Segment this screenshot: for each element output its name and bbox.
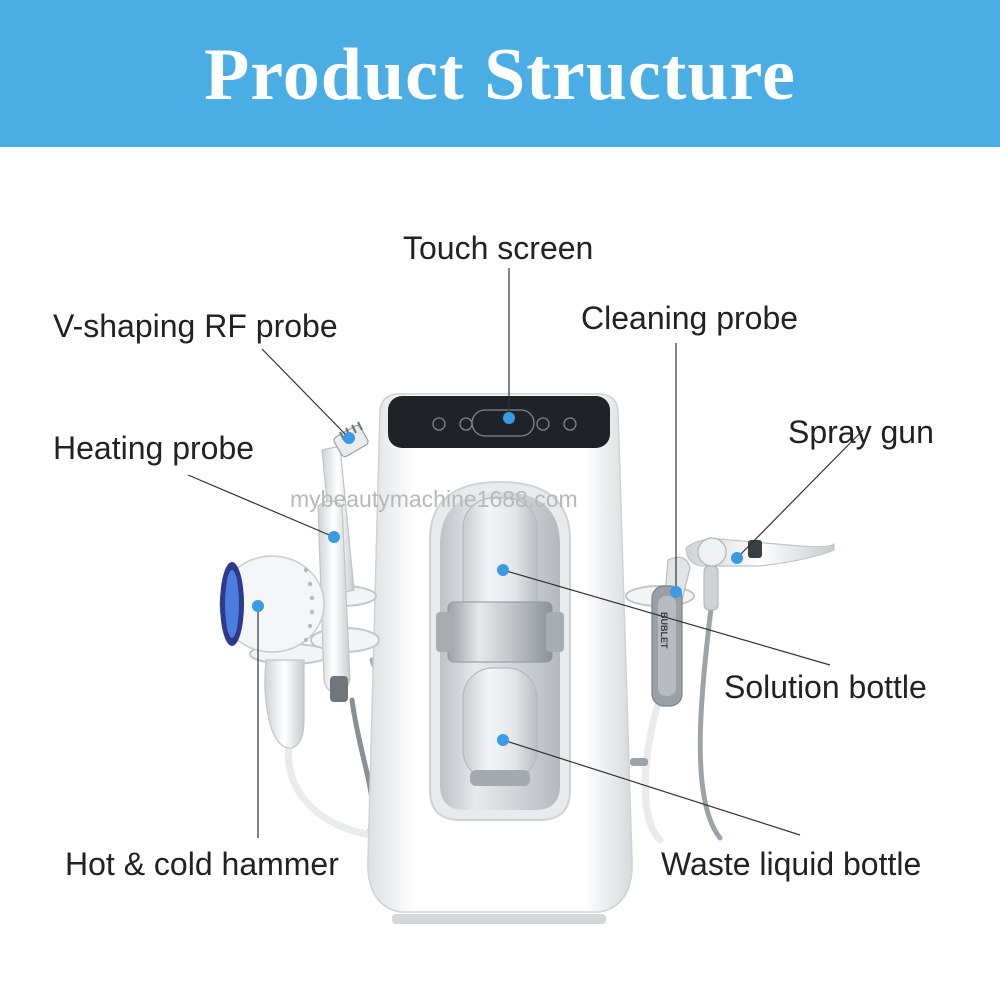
heating-probe-shape	[317, 500, 351, 702]
label-solution-bottle: Solution bottle	[724, 669, 927, 705]
label-heating-probe: Heating probe	[53, 430, 255, 466]
spray-gun-shape	[685, 537, 835, 611]
marker-dots	[252, 412, 743, 746]
header-banner	[0, 0, 1000, 147]
label-v-shaping-rf-probe: V-shaping RF probe	[53, 308, 338, 344]
hammer-shape	[219, 555, 325, 749]
cables	[285, 597, 723, 844]
label-touch-screen: Touch screen	[403, 230, 594, 266]
cleaning-probe-shape: BUBLET	[651, 556, 691, 707]
watermark: mybeautymachine1688.com	[290, 486, 578, 512]
label-waste-liquid-bottle: Waste liquid bottle	[661, 846, 922, 882]
callout-lines	[187, 268, 864, 838]
label-spray-gun: Spray gun	[788, 414, 934, 450]
touch-screen-panel	[388, 396, 610, 448]
page-title: Product Structure	[204, 34, 796, 116]
label-hot-cold-hammer: Hot & cold hammer	[65, 846, 339, 882]
brand-text: BUBLET	[659, 612, 669, 649]
waste-bottle-shape	[462, 667, 538, 781]
label-cleaning-probe: Cleaning probe	[581, 300, 799, 336]
